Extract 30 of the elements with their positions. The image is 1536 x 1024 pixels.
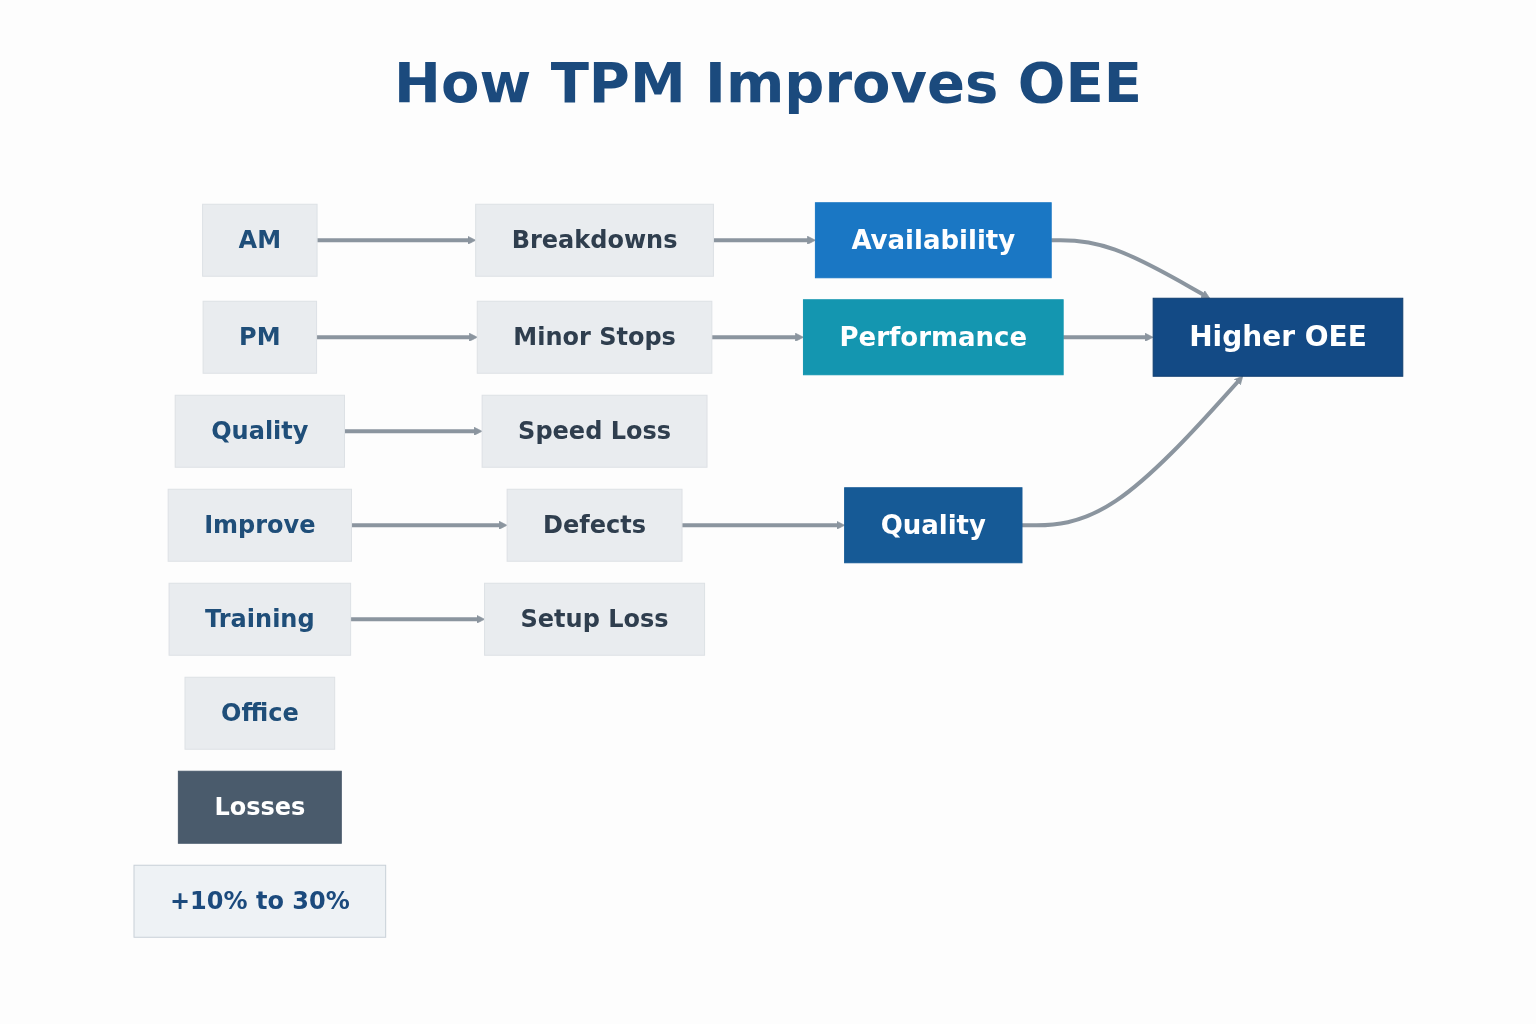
node-box xyxy=(476,300,712,374)
node-box xyxy=(168,582,351,656)
node-box xyxy=(167,488,352,562)
arrow xyxy=(1050,238,1210,299)
arrow xyxy=(711,332,804,342)
node-box xyxy=(133,864,386,938)
arrow xyxy=(1021,375,1243,528)
node-box xyxy=(177,770,342,844)
node-box xyxy=(483,582,705,656)
arrow xyxy=(1062,332,1154,342)
node-box xyxy=(843,487,1023,564)
node-box xyxy=(201,203,318,277)
node-box xyxy=(174,394,345,468)
node-box xyxy=(474,203,714,277)
arrow xyxy=(681,520,845,530)
arrow xyxy=(713,235,816,245)
node-box xyxy=(506,488,683,562)
node-box xyxy=(814,202,1052,279)
node-box xyxy=(802,299,1064,376)
title: How TPM Improves OEE xyxy=(393,50,1143,115)
arrow xyxy=(316,332,478,342)
arrow xyxy=(344,426,483,436)
node-box xyxy=(1152,297,1403,377)
arrow xyxy=(350,614,485,624)
node-box xyxy=(184,676,335,750)
node-box xyxy=(202,300,317,374)
arrow xyxy=(351,520,508,530)
node-box xyxy=(481,394,708,468)
flowchart: AM PM Quality Improve Training Office Losses Breakdowns Minor Stops Speed Loss Defects Setup Loss Availability Performance Quality Higher OEE +10% to 30% xyxy=(125,160,1411,980)
arrow xyxy=(316,235,476,245)
